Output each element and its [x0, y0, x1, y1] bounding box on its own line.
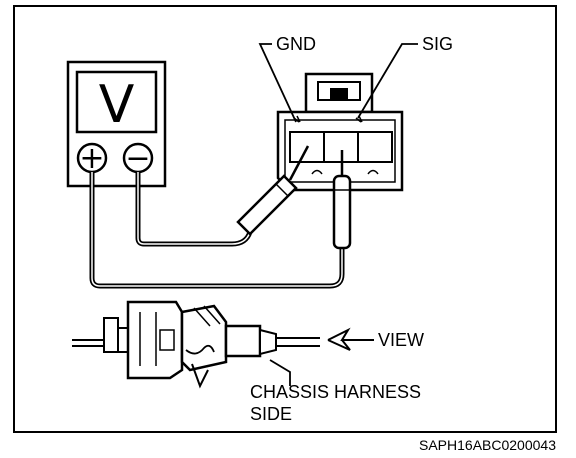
sensor-body [126, 300, 184, 380]
gnd-probe [236, 145, 310, 236]
sensor-connector-latch [193, 305, 221, 327]
sensor-shaft [72, 339, 105, 347]
chassis-harness-wire [276, 337, 320, 347]
third-terminal-cavity [357, 131, 393, 163]
gnd-probe-band [275, 183, 289, 197]
minus-terminal-symbol: − [125, 141, 150, 176]
harness-connector [224, 324, 262, 358]
connector-front-view [276, 72, 404, 192]
view-label: VIEW [378, 330, 424, 350]
side-leader-line [269, 359, 291, 386]
sensor-body-slot [159, 329, 175, 351]
sig-leader-line [357, 43, 418, 119]
plus-terminal-symbol: + [79, 141, 104, 176]
sig-probe [332, 150, 352, 250]
positive-lead-wire-inner [91, 172, 343, 287]
connector-latch-tab [330, 88, 348, 100]
sig-probe-handle [332, 174, 352, 250]
voltmeter-display [75, 70, 158, 134]
voltmeter-display-text: V [99, 75, 135, 135]
gnd-label: GND [276, 34, 316, 54]
gnd-probe-tip [288, 145, 310, 181]
chassis-harness-label-line2: SIDE [250, 404, 292, 424]
connector-key-left [311, 169, 323, 175]
sig-label: SIG [422, 34, 453, 54]
view-arrow [327, 327, 374, 351]
figure-code: SAPH16ABC0200043 [419, 437, 556, 453]
harness-connector-boot [259, 328, 277, 356]
sensor-side-view [72, 300, 320, 389]
sensor-connector-housing [180, 304, 228, 372]
connector-key-right [367, 169, 379, 175]
negative-lead-wire-inner [137, 172, 251, 245]
chassis-harness-label-line1: CHASSIS HARNESS [250, 382, 421, 402]
sensor-nut [103, 317, 119, 353]
sensor-body-detail-1 [139, 312, 157, 366]
gnd-leader-line [258, 43, 297, 123]
voltmeter: V + − [66, 60, 167, 188]
gnd-probe-handle [236, 174, 298, 236]
sensor-connector-lock [185, 344, 215, 355]
figure-frame [13, 5, 557, 433]
sensor-flange [117, 327, 129, 353]
sensor-connector-clip [191, 363, 209, 389]
